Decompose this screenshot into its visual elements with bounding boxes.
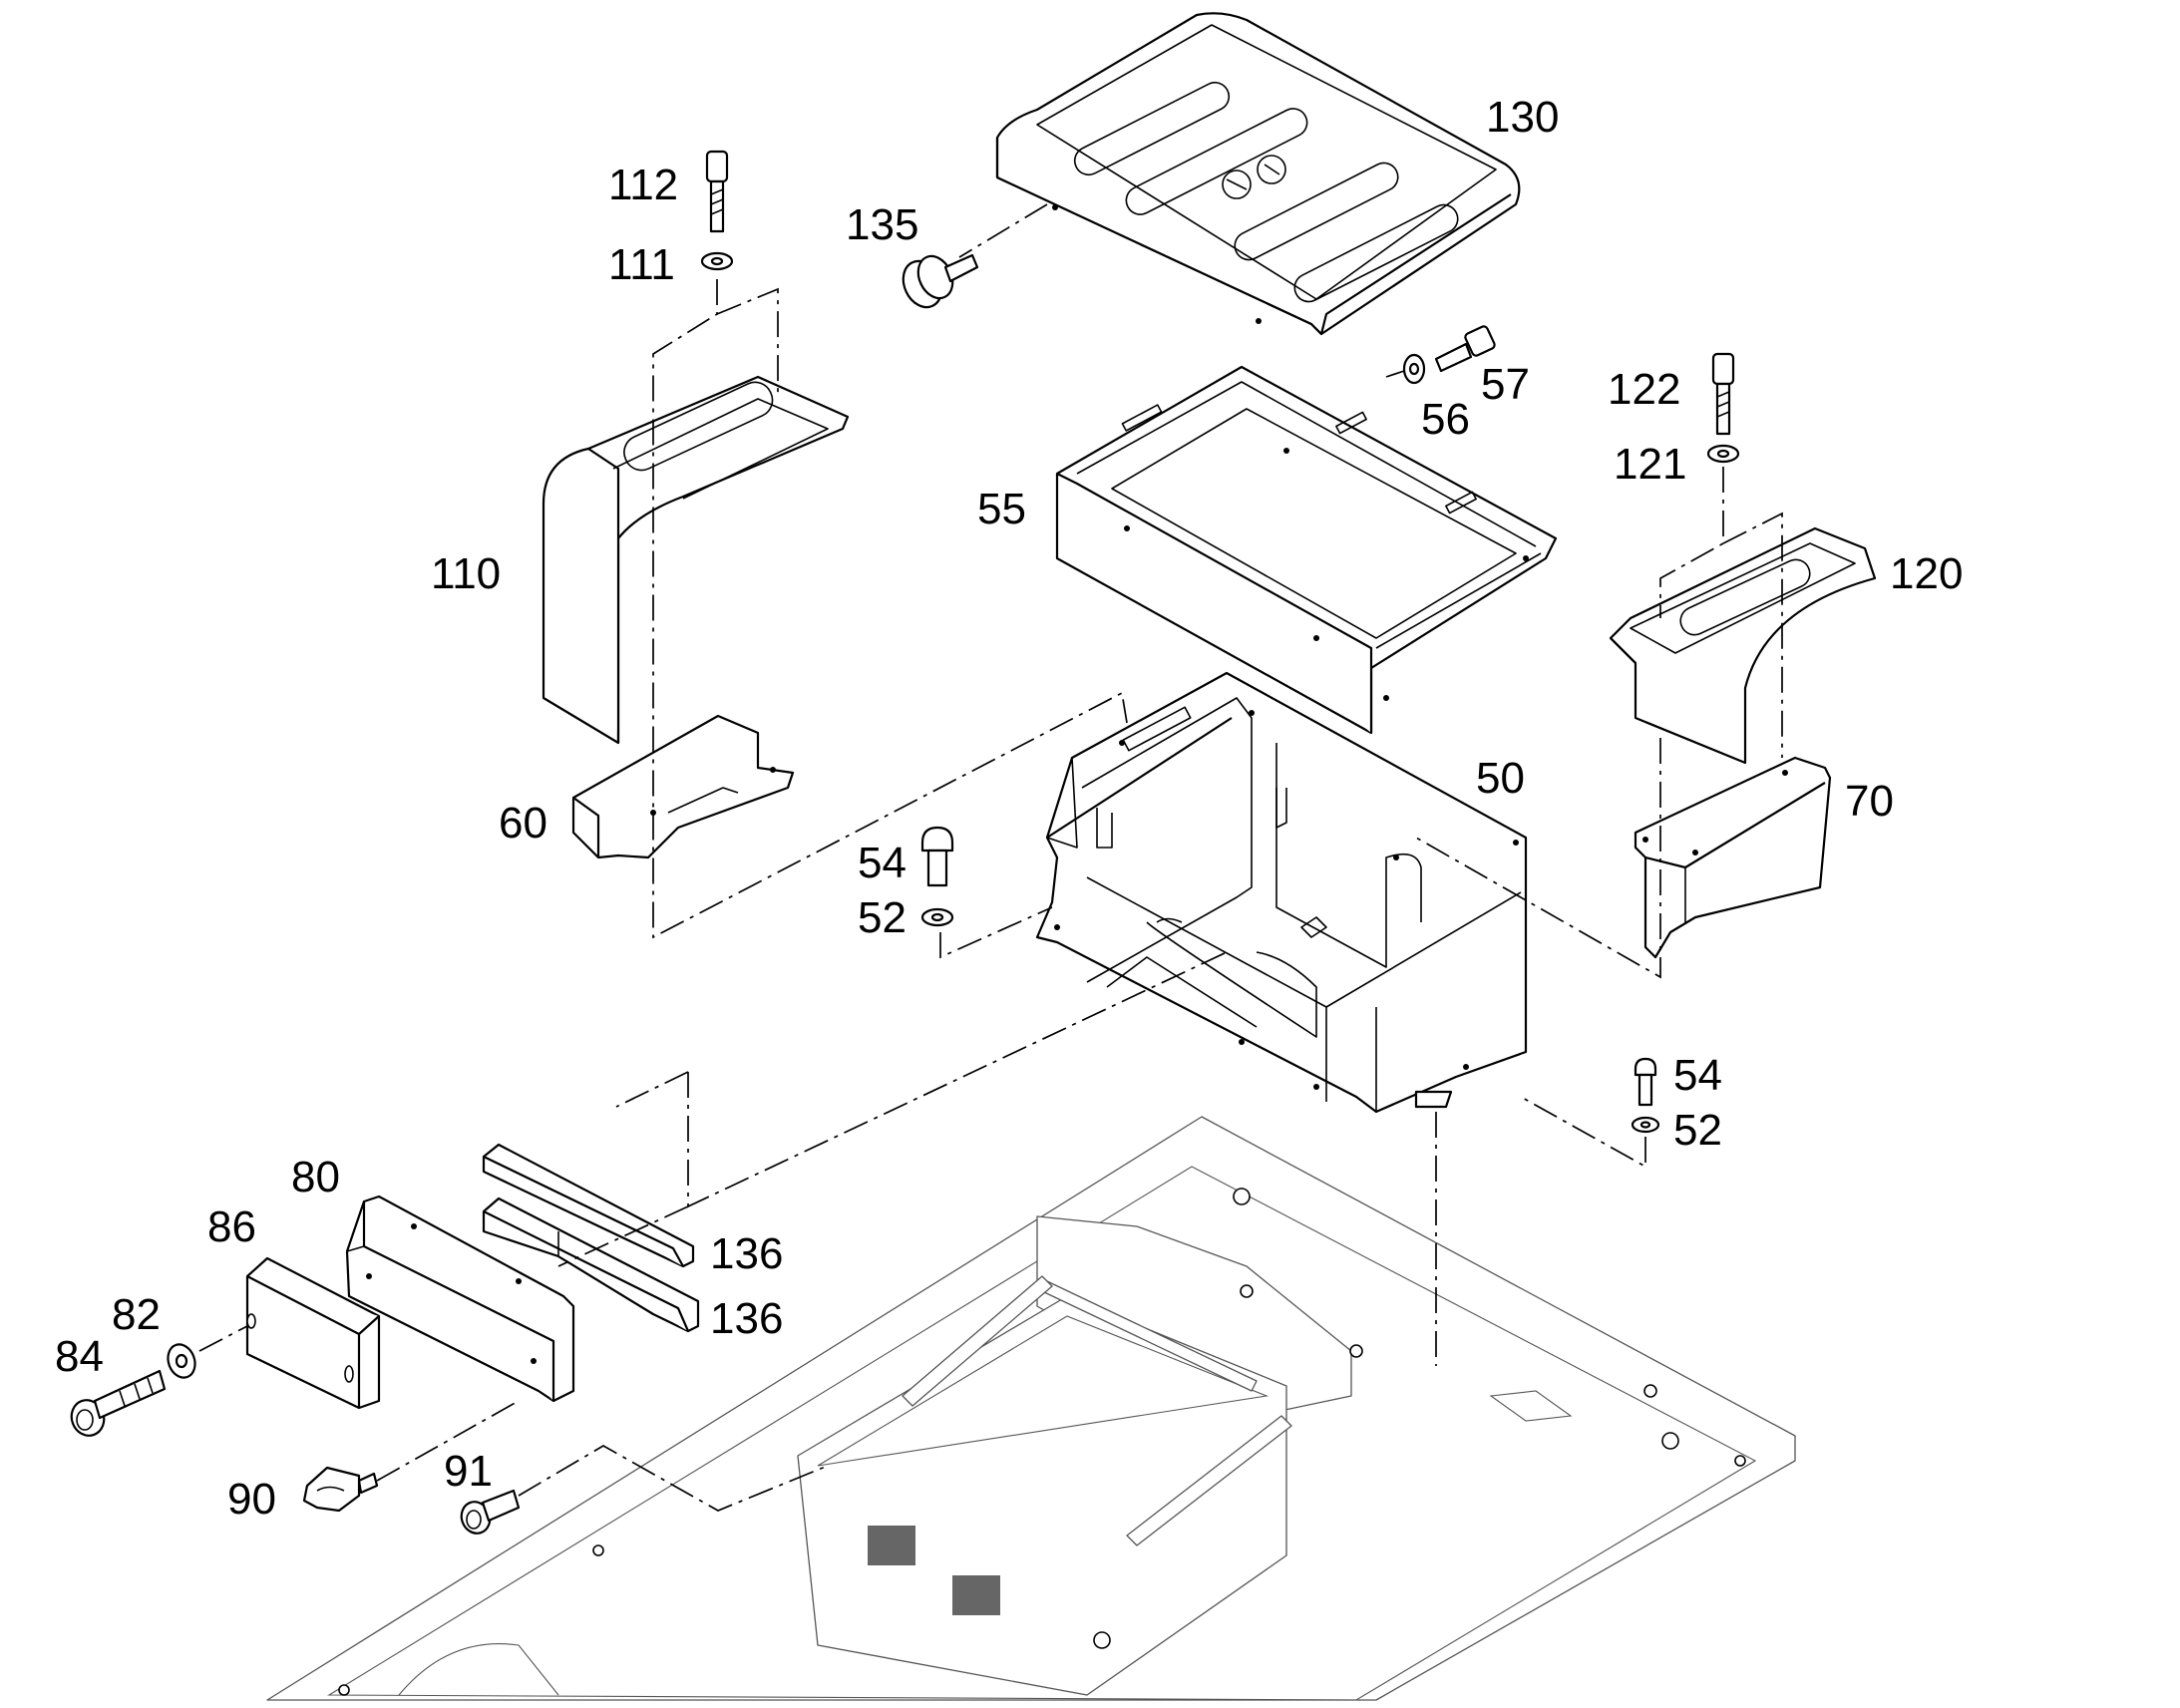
- callout-110: 110: [431, 549, 501, 598]
- vent-grill-right: [952, 1575, 1000, 1615]
- part-135-knob-screw: [902, 253, 979, 309]
- callout-136-upper: 136: [710, 1229, 783, 1278]
- part-86-pad: [245, 1256, 381, 1410]
- callout-111: 111: [608, 240, 675, 289]
- part-90-clip: [302, 1466, 379, 1513]
- part-111-washer: [700, 251, 734, 271]
- part-80-front-plate: [345, 1195, 575, 1403]
- callout-82: 82: [112, 1290, 161, 1339]
- part-110-left-side-cover: [542, 375, 850, 745]
- callout-55: 55: [977, 485, 1026, 533]
- part-55-top-frame: [1055, 365, 1558, 735]
- part-121-washer: [1706, 444, 1740, 464]
- part-57-bolt: [1434, 325, 1496, 373]
- part-50-main-box: [1035, 671, 1528, 1114]
- leader-lines: [198, 203, 1783, 1512]
- part-70-right-bracket: [1634, 756, 1832, 959]
- callout-122: 122: [1608, 365, 1680, 414]
- callout-56: 56: [1421, 395, 1470, 444]
- part-136-spacer-bar-upper: [482, 1143, 695, 1268]
- callout-84: 84: [55, 1332, 104, 1381]
- part-82-washer: [167, 1343, 196, 1379]
- callout-52-upper: 52: [858, 893, 907, 942]
- callout-50: 50: [1476, 754, 1525, 803]
- part-120-right-side-cover: [1609, 526, 1877, 765]
- callout-136-lower: 136: [710, 1294, 783, 1343]
- base-frame: [266, 1116, 1796, 1701]
- callout-54-upper: 54: [858, 839, 907, 887]
- callout-112: 112: [608, 161, 678, 209]
- callout-90: 90: [227, 1475, 276, 1524]
- part-54-bolt-upper: [920, 826, 954, 887]
- callout-57: 57: [1481, 360, 1530, 409]
- part-91-cap-screw: [460, 1489, 521, 1535]
- part-122-bolt: [1711, 352, 1735, 436]
- part-56-washer: [1402, 353, 1426, 385]
- part-84-cap-screw: [70, 1369, 167, 1437]
- vent-grill-left: [868, 1526, 915, 1565]
- callout-130: 130: [1486, 93, 1559, 142]
- part-112-bolt: [705, 150, 729, 233]
- part-130-top-cover: [995, 12, 1521, 336]
- part-52-washer-lower: [1631, 1116, 1660, 1134]
- callout-121: 121: [1614, 440, 1686, 489]
- part-52-washer-upper: [920, 907, 954, 927]
- callout-70: 70: [1845, 777, 1894, 826]
- callout-52-lower: 52: [1673, 1106, 1722, 1155]
- callout-91: 91: [444, 1447, 493, 1496]
- part-54-bolt-lower: [1634, 1057, 1657, 1107]
- callout-135: 135: [846, 200, 918, 249]
- callout-60: 60: [499, 799, 547, 848]
- part-136-spacer-bar-lower: [482, 1196, 700, 1333]
- callout-labels: 130 135 112 111 110 60 55 56 57 122 121 …: [55, 93, 1963, 1524]
- callout-120: 120: [1890, 549, 1963, 598]
- callout-80: 80: [291, 1153, 340, 1201]
- callout-54-lower: 54: [1673, 1051, 1722, 1100]
- part-60-left-bracket: [571, 714, 795, 859]
- callout-86: 86: [207, 1202, 256, 1251]
